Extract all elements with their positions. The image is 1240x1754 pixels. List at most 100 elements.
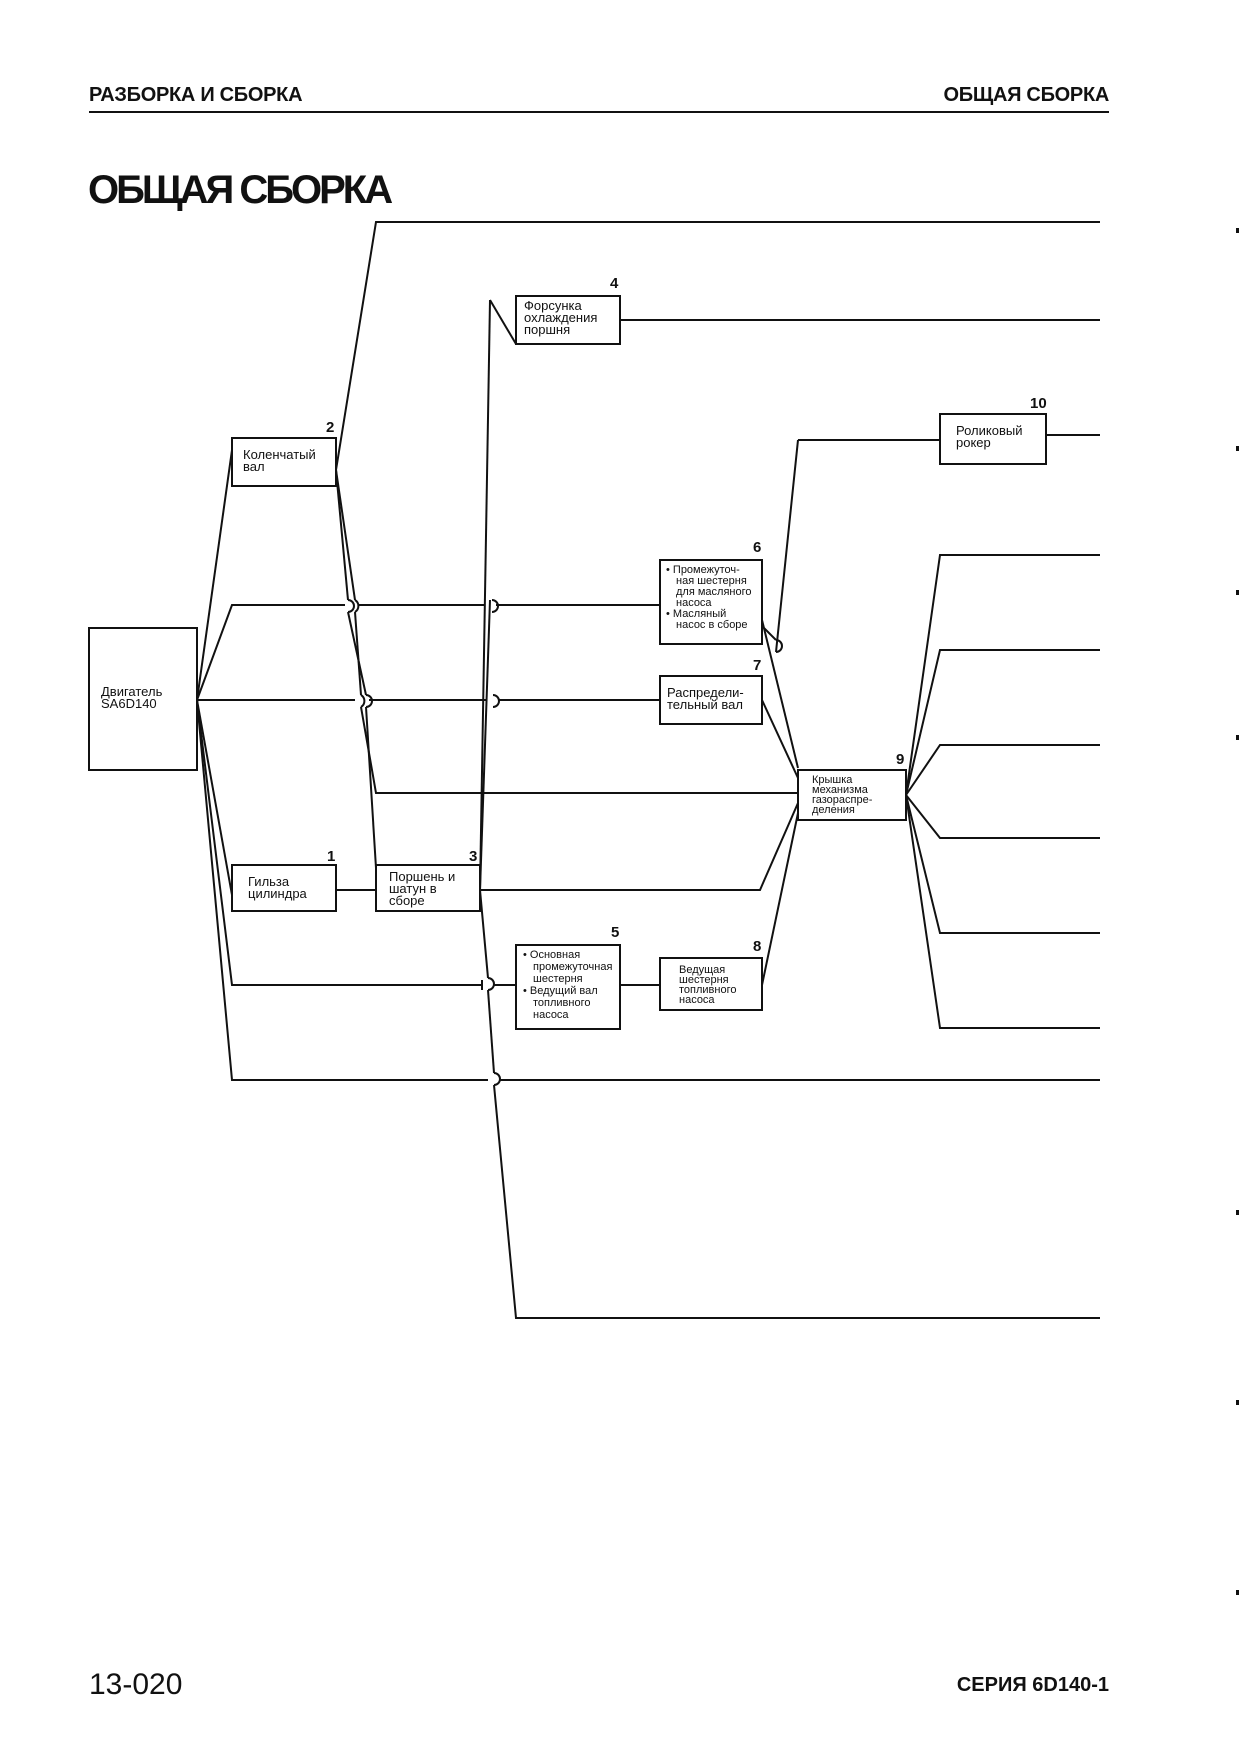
line-crankshaft-to-piston-b [347, 611, 367, 696]
line-piston-to-nozzle [489, 299, 517, 345]
fuel-gear-label-line: топливного [679, 984, 736, 996]
margin-ticks [1236, 228, 1239, 1595]
node-cylinder-liner [231, 864, 337, 912]
oil-pump-label-line: • Промежуточ- [666, 564, 740, 576]
line-engine-to-liner [196, 699, 233, 896]
oil-pump-label-line: для масляного [676, 586, 752, 598]
crankshaft-label-line: вал [243, 459, 265, 474]
line-piston-up-b [479, 599, 491, 891]
line-branch-up [775, 439, 799, 653]
node-cooling-nozzle [515, 295, 621, 345]
line-cover-out-4 [905, 794, 1100, 839]
line-cover-out-2 [905, 649, 1100, 796]
line-cover-out-5 [905, 794, 1100, 934]
camshaft-label: Распредели- тельный вал [667, 685, 747, 712]
cover-number: 9 [896, 751, 904, 768]
hop-crankshaft-3 [347, 599, 355, 613]
piston-label-line: сборе [389, 893, 425, 908]
line-engine-to-gear-a [196, 699, 482, 986]
idler-gear-label-line: шестерня [533, 973, 583, 985]
liner-label: Гильза цилиндра [248, 874, 308, 901]
margin-tick [1236, 228, 1239, 233]
piston-label-line: шатун в [389, 881, 437, 896]
idler-gear-label: • Основная промежуточная шестерня • Веду… [523, 949, 615, 1021]
nozzle-label: Форсунка охлаждения поршня [524, 298, 601, 337]
engine-label: Двигатель SA6D140 [101, 684, 166, 711]
hop-crankshaft-2 [360, 694, 366, 708]
fuel-gear-label-line: шестерня [679, 974, 729, 986]
page-number: 13-020 [89, 1668, 183, 1701]
line-branch-hop-base [763, 627, 777, 641]
node-timing-cover [797, 769, 907, 821]
hop-piston-3 [491, 599, 499, 613]
camshaft-number: 7 [753, 657, 761, 674]
oil-pump-label-line: ная шестерня [676, 575, 747, 587]
idler-gear-label-line: топливного [533, 997, 590, 1009]
line-piston-down-b [487, 989, 495, 1074]
margin-tick [1236, 735, 1239, 740]
cover-label-line: механизма [812, 784, 869, 796]
line-crankshaft-to-cover [360, 706, 798, 794]
node-fuel-pump-gear [659, 957, 763, 1011]
line-cover-out-6 [905, 794, 1100, 1029]
node-main-idler-gear [515, 944, 621, 1030]
node-piston-rod [375, 864, 481, 912]
hop-piston-4 [492, 694, 500, 708]
nozzle-label-line: Форсунка [524, 298, 582, 313]
idler-gear-label-line: • Основная [523, 949, 580, 961]
line-crankshaft-down-a [335, 469, 356, 601]
cover-label-line: Крышка [812, 774, 853, 786]
node-oil-pump [659, 559, 763, 645]
header-section-right: ОБЩАЯ СБОРКА [943, 84, 1110, 106]
oil-pump-label: • Промежуточ- ная шестерня для масляного… [666, 564, 755, 631]
hop-piston-2 [493, 1072, 501, 1086]
header-rule [89, 111, 1109, 113]
idler-gear-label-line: насоса [533, 1009, 569, 1021]
node-crankshaft [231, 437, 337, 487]
oil-pump-label-line: насос в сборе [676, 619, 748, 631]
engine-label-line: Двигатель [101, 684, 163, 699]
rocker-label-line: Роликовый [956, 423, 1022, 438]
line-gear8-to-cover [761, 812, 799, 986]
node-roller-rocker [939, 413, 1047, 465]
hop-crankshaft-4 [365, 694, 373, 708]
node-camshaft [659, 675, 763, 725]
camshaft-label-line: Распредели- [667, 685, 744, 700]
line-cover-out-1 [905, 554, 1100, 796]
line-crankshaft-to-top [335, 221, 1100, 471]
hop-piston-1 [487, 977, 495, 991]
margin-tick [1236, 590, 1239, 595]
line-piston-down-a [479, 889, 489, 979]
series-label: СЕРИЯ 6D140-1 [956, 1674, 1109, 1696]
line-piston-to-bottom [493, 1084, 1100, 1319]
crankshaft-label: Коленчатый вал [243, 447, 319, 474]
line-engine-to-oilpump-a [196, 604, 345, 701]
rocker-label: Роликовый рокер [956, 423, 1026, 450]
crankshaft-label-line: Коленчатый [243, 447, 316, 462]
rocker-number: 10 [1030, 395, 1047, 412]
line-cover-out-3 [905, 744, 1100, 796]
margin-tick [1236, 1590, 1239, 1595]
hop-crankshaft-1 [354, 599, 360, 613]
oil-pump-number: 6 [753, 539, 761, 556]
nozzle-label-line: охлаждения [524, 310, 597, 325]
engine-label-line: SA6D140 [101, 696, 157, 711]
page-title: ОБЩАЯ СБОРКА [88, 168, 393, 212]
nozzle-label-line: поршня [524, 322, 570, 337]
cover-label-line: газораспре- [812, 794, 873, 806]
liner-label-line: цилиндра [248, 886, 308, 901]
cover-label-line: деления [812, 804, 855, 816]
line-engine-to-crankshaft [196, 449, 233, 701]
nozzle-number: 4 [610, 275, 619, 292]
oil-pump-label-line: • Масляный [666, 608, 726, 620]
line-piston-to-cover [480, 802, 799, 891]
header-section-left: РАЗБОРКА И СБОРКА [89, 84, 303, 106]
node-engine [88, 627, 198, 771]
margin-tick [1236, 1210, 1239, 1215]
line-crankshaft-to-piston-a [335, 469, 349, 601]
piston-number: 3 [469, 848, 477, 865]
line-oilpump-to-cover [761, 619, 799, 769]
fuel-gear-number: 8 [753, 938, 761, 955]
piston-label: Поршень и шатун в сборе [389, 869, 459, 908]
